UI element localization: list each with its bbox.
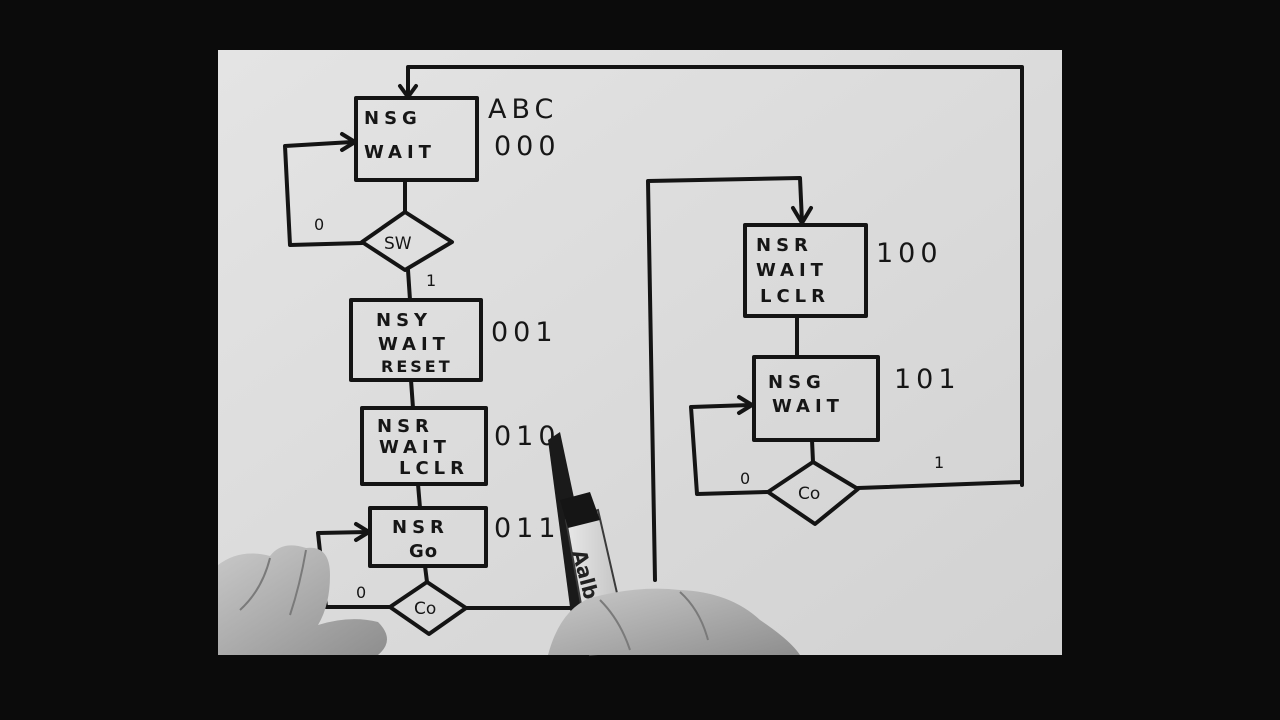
state-line: NSG [364,108,422,129]
decision-label: Co [414,599,436,619]
branch-label-zero: 0 [740,469,750,488]
state-line: LCLR [399,458,469,479]
state-line: Go [409,541,438,562]
state-line: LCLR [760,286,830,307]
state-line: NSR [756,235,813,256]
state-code-label: 000 [494,131,561,162]
branch-label-zero: 0 [314,215,324,234]
state-code-label: 001 [491,317,558,348]
decision-label: SW [384,234,412,254]
state-code-label: 101 [894,364,961,395]
state-code-label: 100 [876,238,943,269]
state-line: NSR [377,416,434,437]
state-line: NSR [392,517,449,538]
abc-header-label: ABC [488,94,558,125]
state-line: NSY [376,310,432,331]
state-line: WAIT [756,260,828,281]
connector-line [418,484,420,508]
connector-line [411,380,413,408]
connector-line [812,440,813,462]
connector-line [408,270,410,300]
branch-label-one: 1 [426,271,436,290]
state-line: WAIT [379,437,451,458]
state-line: WAIT [378,334,450,355]
state-code-label: 011 [494,513,561,544]
branch-label-one: 1 [934,453,944,472]
branch-label-zero: 0 [356,583,366,602]
decision-label: Co [798,484,820,504]
state-line: RESET [381,357,453,376]
state-line: WAIT [364,142,436,163]
state-line: WAIT [772,396,844,417]
connector-line [425,566,427,582]
state-line: NSG [768,372,826,393]
